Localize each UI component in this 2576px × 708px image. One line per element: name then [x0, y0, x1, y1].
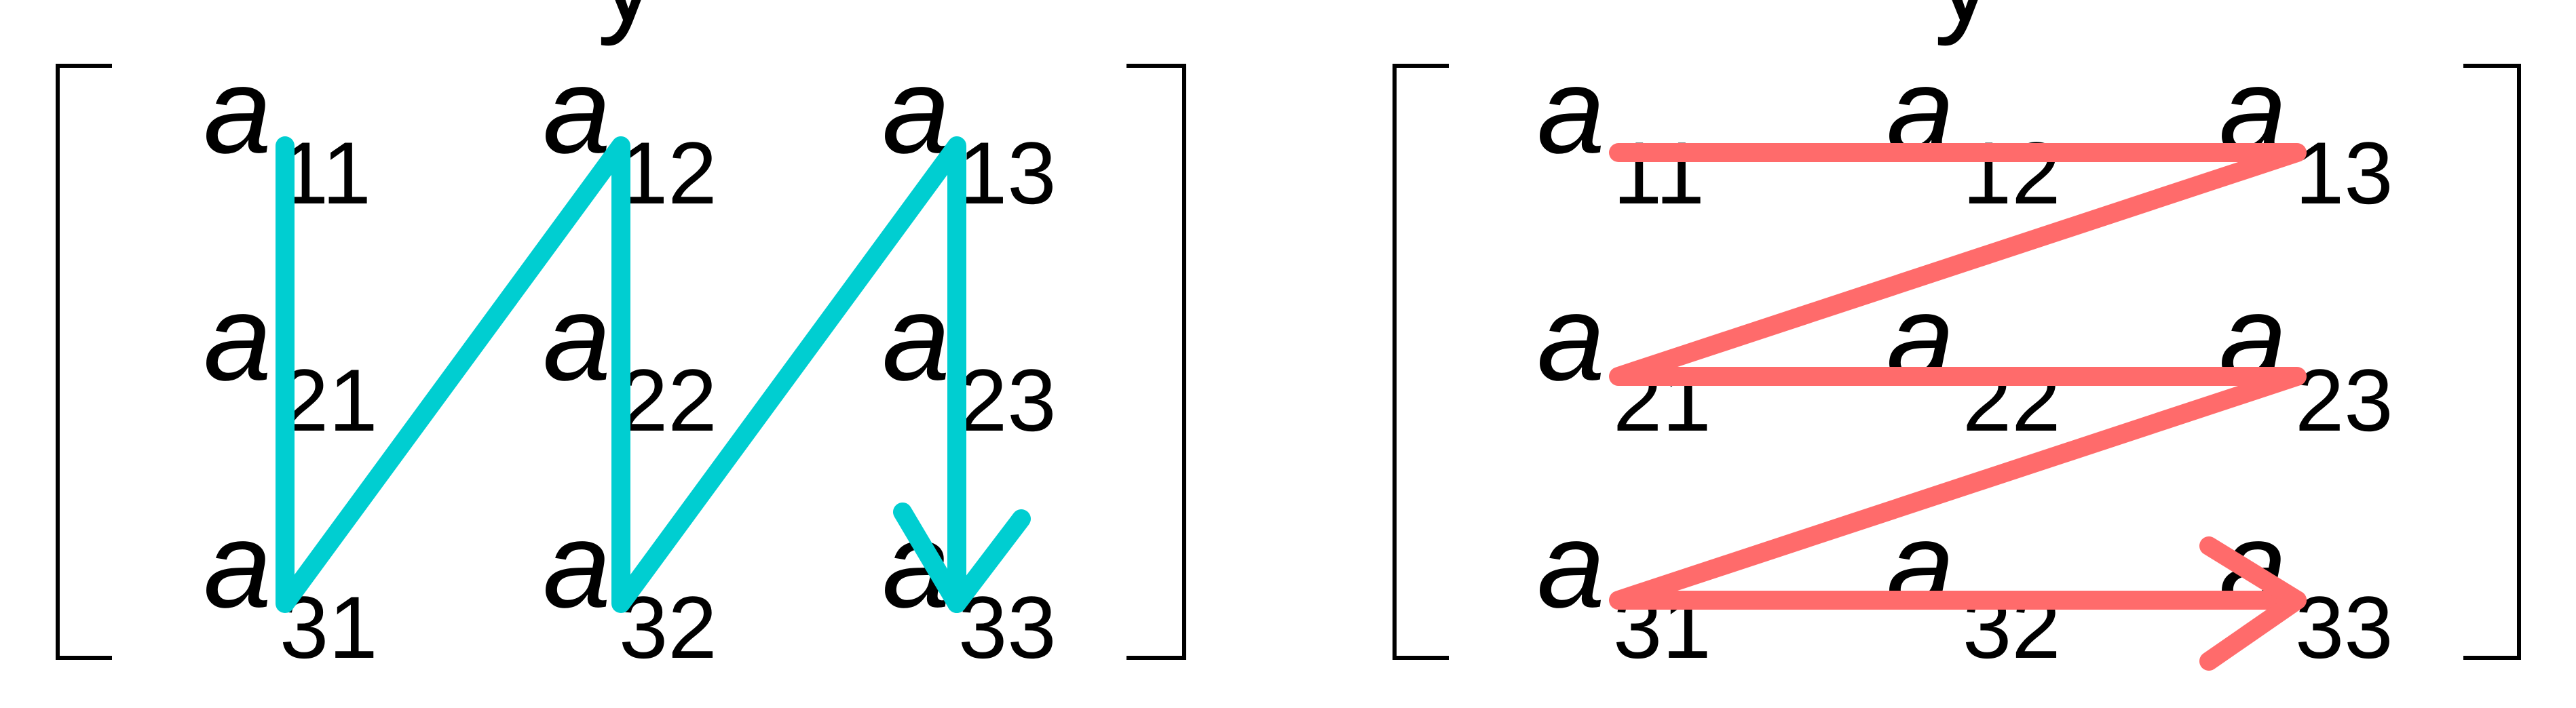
- svg-text:a: a: [204, 497, 271, 633]
- top-fragment-right: y: [1934, 0, 1995, 47]
- svg-text:12: 12: [619, 123, 717, 222]
- svg-text:a: a: [204, 270, 271, 406]
- matrix-entry: a 33: [2219, 497, 2393, 677]
- svg-text:23: 23: [2295, 351, 2393, 450]
- matrix-entry: a 11: [1537, 43, 1705, 222]
- svg-text:23: 23: [958, 351, 1057, 450]
- svg-text:a: a: [543, 497, 611, 633]
- svg-text:a: a: [1537, 270, 1605, 406]
- left-bracket: [1393, 64, 1449, 660]
- svg-text:a: a: [1887, 497, 1954, 633]
- column-major-arrowhead-icon: [893, 503, 1031, 613]
- matrix-entry: a 13: [882, 43, 1057, 222]
- column-major-traversal-path: [276, 136, 966, 613]
- svg-text:a: a: [1537, 43, 1605, 179]
- svg-text:11: 11: [1613, 123, 1705, 222]
- svg-text:13: 13: [2295, 123, 2393, 222]
- left-bracket: [56, 64, 112, 660]
- svg-text:13: 13: [958, 123, 1057, 222]
- svg-text:22: 22: [1963, 351, 2061, 450]
- matrix-entry: a 22: [1887, 270, 2061, 450]
- svg-text:22: 22: [619, 351, 717, 450]
- svg-text:21: 21: [280, 351, 378, 450]
- svg-text:11: 11: [280, 123, 371, 222]
- svg-text:a: a: [204, 43, 271, 179]
- matrix-entry: a 23: [882, 270, 1057, 450]
- matrix-entry: a 13: [2219, 43, 2393, 222]
- row-major-traversal-path: [1609, 143, 2307, 610]
- matrix-column-major: a 11 a 12 a 13 a 21 a 22 a 23 a 31 a 32: [56, 43, 1186, 677]
- row-major-arrowhead-icon: [2199, 536, 2307, 671]
- matrix-entry: a 21: [204, 270, 378, 450]
- svg-text:a: a: [1537, 497, 1605, 633]
- matrix-entry: a 32: [543, 497, 717, 677]
- matrix-entry: a 32: [1887, 497, 2061, 677]
- top-fragment-left: y: [597, 0, 658, 47]
- matrix-entry: a 12: [543, 43, 717, 222]
- matrix-entry: a 11: [204, 43, 371, 222]
- svg-text:a: a: [543, 270, 611, 406]
- matrix-entry: a 12: [1887, 43, 2061, 222]
- matrix-entry: a 22: [543, 270, 717, 450]
- svg-text:a: a: [543, 43, 611, 179]
- right-bracket: [2463, 64, 2521, 660]
- matrix-entry: a 23: [2219, 270, 2393, 450]
- matrix-row-major: a 11 a 12 a 13 a 21 a 22 a 23 a 31 a 32: [1393, 43, 2521, 677]
- right-bracket: [1126, 64, 1186, 660]
- svg-text:a: a: [882, 270, 950, 406]
- svg-text:33: 33: [2295, 578, 2393, 677]
- svg-text:12: 12: [1963, 123, 2061, 222]
